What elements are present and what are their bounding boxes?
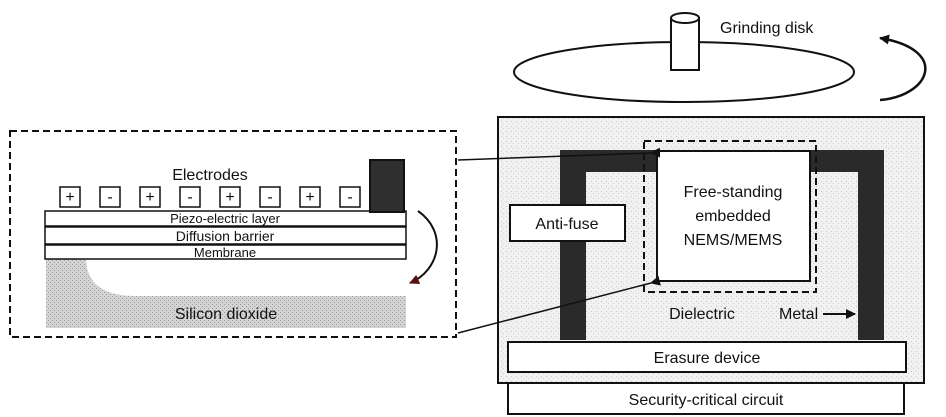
metal-traces — [560, 150, 884, 340]
electrode-box-3 — [139, 186, 161, 208]
electrode-sign-7: + — [305, 189, 314, 206]
membrane-label: Membrane — [194, 245, 256, 260]
piezo-electric-label: Piezo-electric layer — [170, 211, 280, 226]
electrode-box-8 — [339, 186, 361, 208]
mems-label-line-1: Free-standing — [684, 184, 783, 201]
mems-dashed-region — [643, 140, 817, 293]
electrode-box-4 — [179, 186, 201, 208]
electrode-box-7 — [299, 186, 321, 208]
grinding-disk-spindle-top — [670, 12, 700, 24]
diffusion-barrier-label: Diffusion barrier — [176, 228, 275, 244]
zoom-line-top — [457, 147, 661, 161]
metal-trace-right-vertical — [858, 150, 884, 340]
anti-fuse-label: Anti-fuse — [535, 216, 598, 233]
electrode-sign-5: + — [225, 189, 234, 206]
electrodes-label: Electrodes — [172, 167, 248, 184]
mems-label-line-2: embedded — [695, 208, 771, 225]
electrode-sign-4: - — [187, 189, 192, 206]
security-circuit-label: Security-critical circuit — [629, 392, 784, 409]
electrodes-row: + - + - + - + - — [59, 186, 361, 208]
security-circuit-box — [507, 382, 905, 415]
grinding-disk-label: Grinding disk — [720, 20, 814, 37]
electrode-box-1 — [59, 186, 81, 208]
piezo-electric-layer — [44, 210, 407, 227]
zoom-line-bottom — [457, 275, 661, 334]
electrode-sign-2: - — [107, 189, 112, 206]
metal-trace-left-vertical — [560, 150, 586, 340]
silicon-dioxide-label: Silicon dioxide — [175, 306, 277, 323]
mems-label-line-3: NEMS/MEMS — [684, 232, 783, 249]
electrode-sign-1: + — [65, 189, 74, 206]
erasure-device-label: Erasure device — [654, 350, 761, 367]
electrode-box-2 — [99, 186, 121, 208]
dielectric-label: Dielectric — [669, 306, 735, 323]
electrode-sign-8: - — [347, 189, 352, 206]
electrode-sign-3: + — [145, 189, 154, 206]
membrane-layer — [44, 244, 407, 260]
anti-fuse-box — [509, 204, 626, 242]
silicon-dioxide-layer — [46, 258, 406, 328]
dark-electrode-block — [369, 159, 405, 213]
grinding-disk-spindle — [670, 17, 700, 71]
mems-box — [656, 150, 811, 282]
grinding-disk: Grinding disk — [513, 12, 927, 103]
bending-arrow — [409, 210, 438, 284]
metal-trace-right-horizontal — [806, 150, 884, 172]
erasure-device-box — [507, 341, 907, 373]
electrode-sign-6: - — [267, 189, 272, 206]
electrode-box-5 — [219, 186, 241, 208]
diffusion-barrier-layer — [44, 226, 407, 245]
electrode-box-6 — [259, 186, 281, 208]
metal-label: Metal — [779, 306, 818, 323]
rotation-arrow — [879, 34, 927, 102]
